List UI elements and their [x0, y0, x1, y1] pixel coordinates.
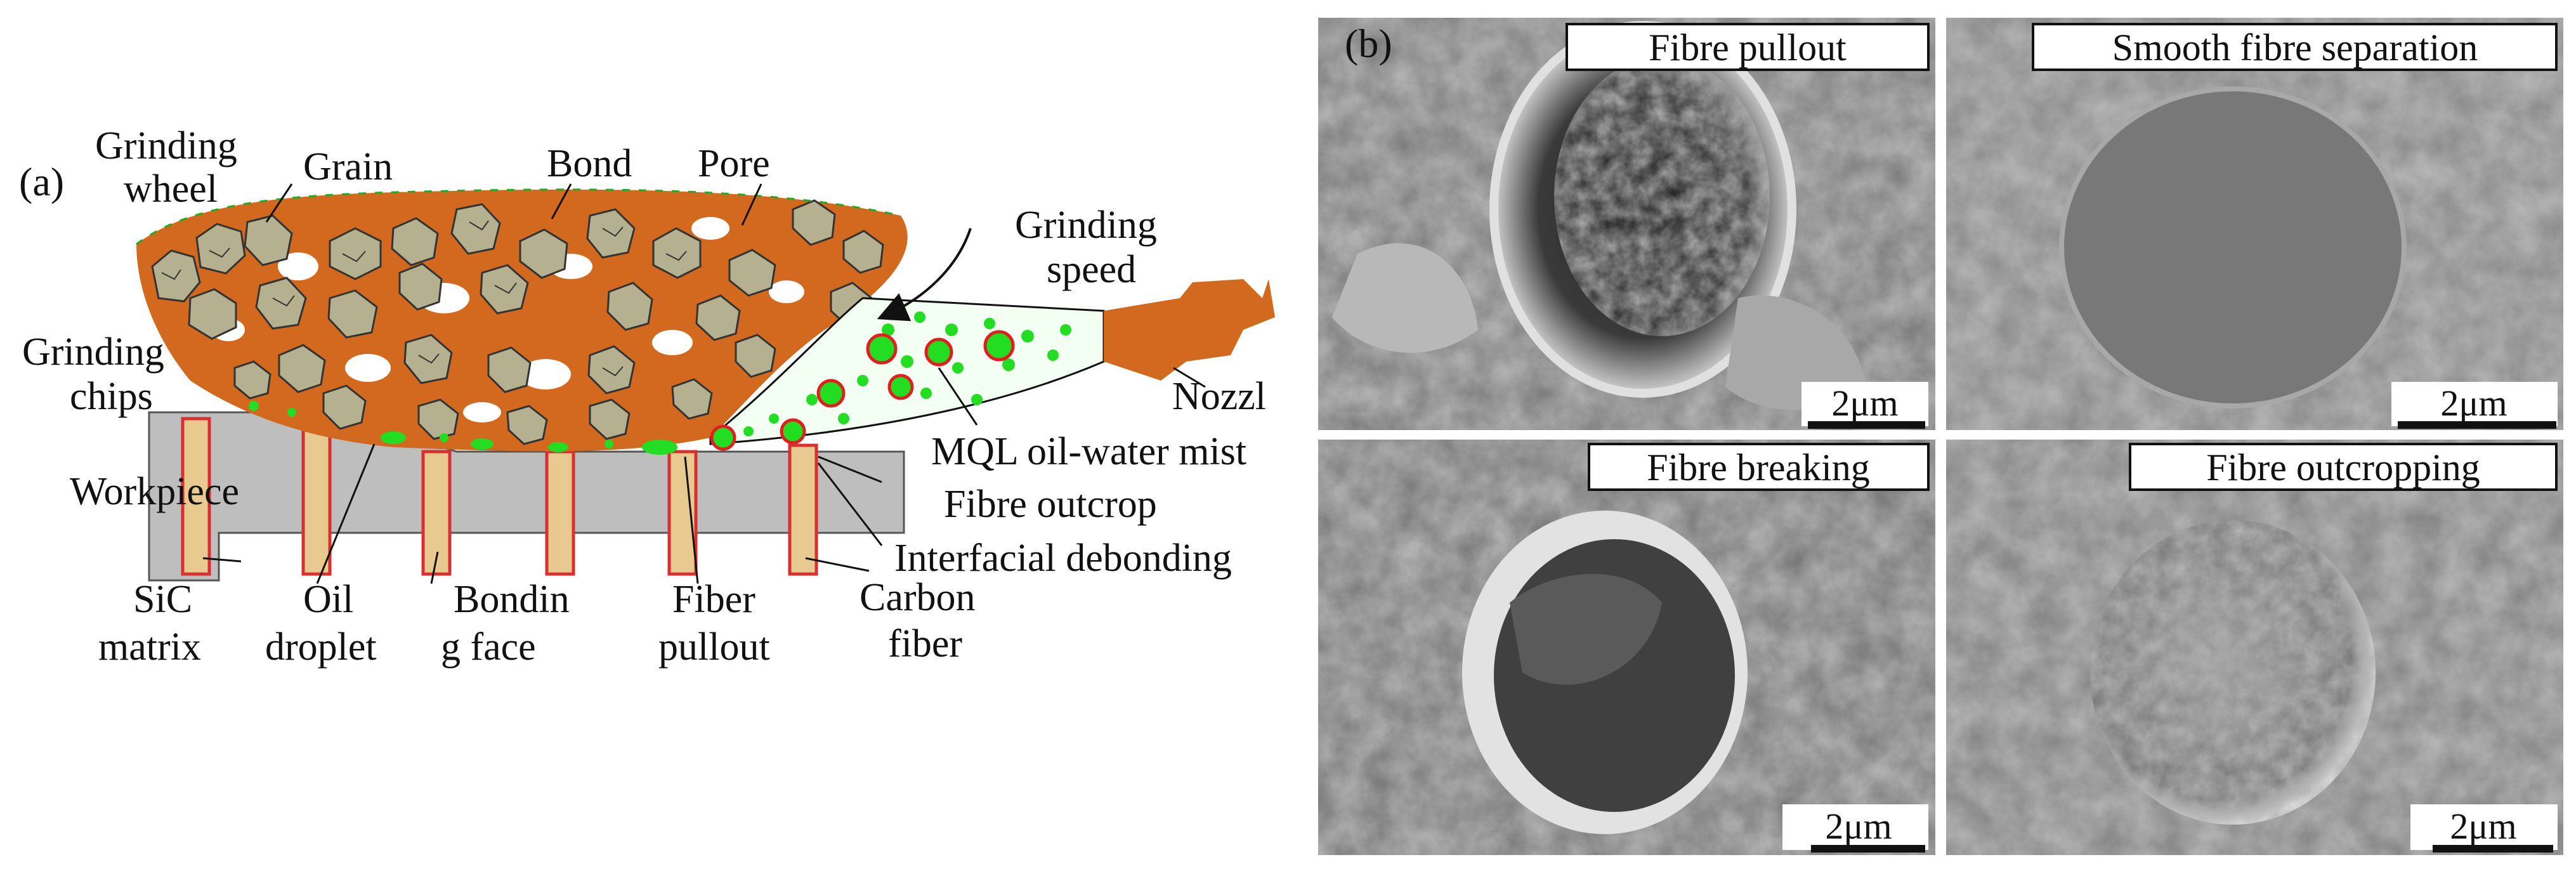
- label-workpiece: Workpiece: [70, 470, 239, 513]
- nozzle: [1104, 279, 1275, 381]
- panel-a-schematic: (a): [19, 124, 1275, 669]
- panel-a-label: (a): [19, 159, 64, 204]
- carbon-fiber: [667, 450, 698, 576]
- scale-bar-2: [2398, 421, 2556, 429]
- abrasive-grains: [151, 199, 884, 445]
- sem-image-fibre-outcropping: Fibre outcropping 2μm: [1946, 440, 2563, 855]
- label-grain: Grain: [303, 145, 393, 188]
- mist-droplets: [710, 311, 1071, 451]
- scale-bar-4: [2433, 845, 2553, 853]
- label-oil-droplet-1: Oil: [303, 578, 353, 621]
- leader-lines: [202, 183, 1206, 584]
- label-pore: Pore: [698, 142, 770, 185]
- label-grinding-wheel-1: Grinding: [95, 124, 237, 167]
- panel-b-label: (b): [1345, 21, 1392, 66]
- label-fiber-pullout-2: pullout: [658, 625, 770, 669]
- label-nozzle: Nozzl: [1172, 375, 1266, 418]
- label-grinding-chips-2: chips: [70, 375, 153, 418]
- sem-image-smooth-fibre-separation: Smooth fibre separation 2μm: [1946, 18, 2563, 430]
- panel-a-labels: Grinding wheel Grain Bond Pore Grinding …: [22, 124, 1266, 669]
- label-carbon-fiber-1: Carbon: [860, 576, 976, 619]
- label-sic-matrix-2: matrix: [98, 625, 201, 669]
- label-bonding-face-2: g face: [441, 625, 536, 669]
- label-fiber-pullout-1: Fiber: [672, 578, 755, 621]
- sem-title-1: Fibre pullout: [1649, 27, 1847, 69]
- carbon-fiber: [788, 443, 818, 576]
- sem-image-fibre-breaking: Fibre breaking 2μm: [1318, 440, 1935, 855]
- label-grinding-speed-1: Grinding: [1015, 204, 1157, 247]
- carbon-fiber: [545, 450, 575, 576]
- scale-label-3: 2μm: [1825, 806, 1892, 847]
- label-sic-matrix-1: SiC: [133, 578, 192, 621]
- label-bonding-face-1: Bondin: [454, 578, 570, 621]
- carbon-fiber: [181, 417, 211, 576]
- scale-label-4: 2μm: [2450, 806, 2516, 847]
- panel-b-sem-images: (b) Fibre pullout 2μm Smooth fibre separ…: [1318, 18, 2563, 855]
- label-grinding-speed-2: speed: [1047, 248, 1136, 291]
- label-grinding-wheel-2: wheel: [124, 167, 218, 211]
- label-oil-droplet-2: droplet: [265, 625, 377, 669]
- scale-bar-1: [1808, 421, 1925, 429]
- sem-image-fibre-pullout: (b) Fibre pullout 2μm: [1318, 18, 1935, 430]
- sem-title-4: Fibre outcropping: [2206, 447, 2480, 488]
- grinding-speed-arrow: [877, 228, 972, 322]
- label-fibre-outcrop: Fibre outcrop: [944, 483, 1157, 526]
- sem-title-3: Fibre breaking: [1647, 447, 1870, 488]
- scale-label-2: 2μm: [2440, 382, 2507, 424]
- interface-droplets: [249, 401, 677, 455]
- carbon-fiber: [301, 417, 332, 576]
- label-interfacial-debonding: Interfacial debonding: [894, 537, 1232, 580]
- label-bond: Bond: [547, 142, 632, 185]
- scale-bar-3: [1811, 845, 1925, 853]
- label-carbon-fiber-2: fiber: [888, 622, 962, 665]
- sem-title-2: Smooth fibre separation: [2112, 27, 2478, 69]
- label-grinding-chips-1: Grinding: [22, 330, 164, 374]
- grain-cracks: [161, 220, 687, 377]
- scale-label-1: 2μm: [1831, 382, 1898, 424]
- label-mql: MQL oil-water mist: [931, 430, 1246, 473]
